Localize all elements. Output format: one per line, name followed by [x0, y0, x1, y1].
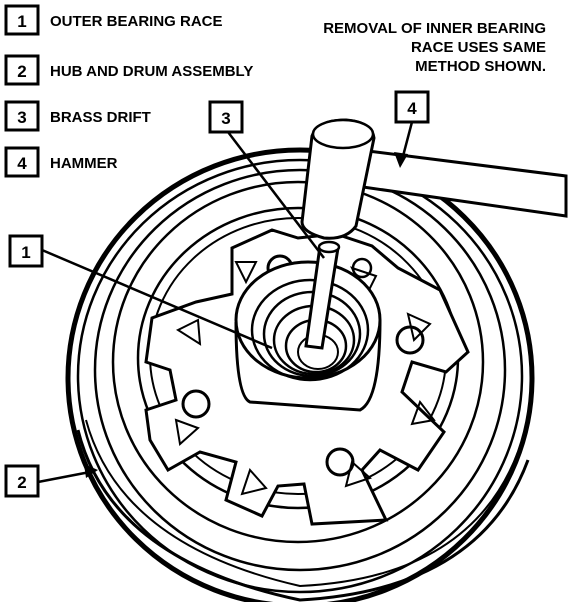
legend-item-hammer: 4 HAMMER	[4, 146, 118, 178]
hammer-drawing	[300, 118, 568, 240]
callout-4-number: 4	[407, 99, 417, 118]
legend-item-outer-bearing-race: 1 OUTER BEARING RACE	[4, 4, 223, 36]
note-line-3: METHOD SHOWN.	[415, 58, 546, 75]
callout-4: 4	[394, 90, 430, 168]
legend-label: BRASS DRIFT	[50, 109, 151, 126]
note-line-2: RACE USES SAME	[411, 39, 546, 56]
callout-1-number: 1	[21, 243, 30, 262]
callout-3: 3	[208, 100, 325, 259]
hub-and-drum-assembly-drawing	[65, 147, 535, 602]
legend-label: HUB AND DRUM ASSEMBLY	[50, 63, 253, 80]
legend-item-hub-and-drum-assembly: 2 HUB AND DRUM ASSEMBLY	[4, 54, 253, 86]
lug-hole	[181, 389, 211, 419]
callout-1: 1	[8, 234, 273, 350]
callout-3-number: 3	[221, 109, 230, 128]
removal-note: REMOVAL OF INNER BEARING RACE USES SAME …	[323, 20, 546, 75]
legend-number: 3	[17, 108, 26, 127]
outer-bearing-race	[250, 278, 370, 382]
legend-number: 1	[17, 12, 26, 31]
lug-hole	[325, 447, 355, 477]
legend-number: 4	[17, 154, 27, 173]
brass-drift-drawing	[304, 240, 341, 350]
lug-hole	[351, 257, 373, 279]
legend: 1 OUTER BEARING RACE 2 HUB AND DRUM ASSE…	[4, 4, 253, 178]
legend-item-brass-drift: 3 BRASS DRIFT	[4, 100, 151, 132]
legend-number: 2	[17, 62, 26, 81]
legend-label: OUTER BEARING RACE	[50, 13, 223, 30]
legend-label: HAMMER	[50, 155, 118, 172]
note-line-1: REMOVAL OF INNER BEARING	[323, 20, 546, 37]
callout-2-number: 2	[17, 473, 26, 492]
lug-hole	[395, 325, 425, 355]
callout-2: 2	[4, 464, 98, 498]
